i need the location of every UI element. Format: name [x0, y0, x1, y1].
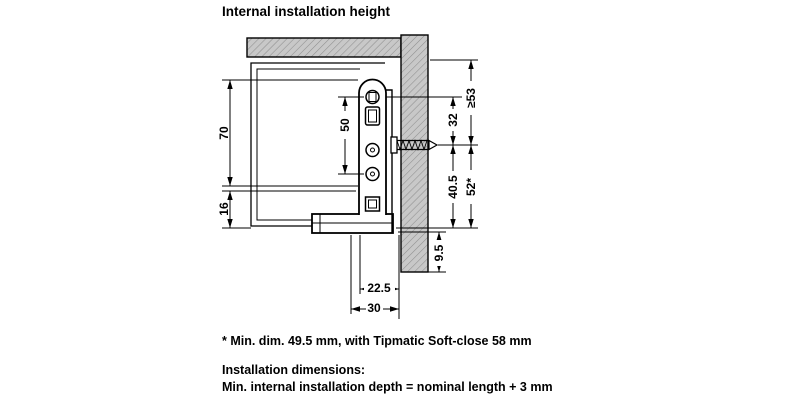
dim-label-52: 52* — [464, 178, 478, 196]
screw-thread — [396, 139, 428, 151]
label-mask — [446, 171, 460, 203]
screw-tip — [428, 139, 439, 151]
middle-hole-1 — [365, 142, 380, 158]
square-hole — [364, 196, 381, 212]
runner-flange-upper — [386, 89, 393, 137]
cabinet-top-panel — [246, 37, 402, 58]
screw-head — [390, 136, 398, 154]
label-mask — [364, 282, 395, 295]
label-mask — [464, 170, 478, 204]
middle-hole-2-center — [370, 171, 375, 177]
middle-hole-2 — [365, 166, 380, 182]
dim-label-40-5: 40.5 — [446, 175, 460, 199]
dim-label-22-5: 22.5 — [367, 281, 391, 295]
page-title: Internal installation height — [222, 4, 391, 19]
dim-label-ge53: ≥53 — [464, 88, 478, 108]
label-mask — [366, 302, 383, 315]
adjustment-slot-inner — [368, 109, 377, 123]
cabinet-side-panel — [400, 34, 429, 273]
footnote: * Min. dim. 49.5 mm, with Tipmatic Soft-… — [222, 334, 532, 348]
drawer-side — [250, 62, 385, 227]
dim-label-70: 70 — [217, 126, 231, 140]
label-mask — [464, 81, 478, 115]
drawer-outer-line — [250, 62, 385, 227]
installation-line: Min. internal installation depth = nomin… — [222, 380, 553, 394]
dimension-labels: 70 16 50 32 40.5 ≥53 52* 9.5 22.5 30 — [217, 81, 478, 315]
middle-hole-1-center — [370, 147, 375, 153]
dim-label-30: 30 — [367, 301, 381, 315]
cabinet-panels — [246, 34, 429, 273]
dimension-lines — [222, 59, 478, 319]
dim-label-9-5: 9.5 — [432, 244, 446, 261]
dim-label-32: 32 — [446, 113, 460, 127]
label-mask — [338, 111, 352, 139]
label-mask — [432, 240, 446, 266]
square-hole-inner — [368, 199, 377, 209]
mounting-screw — [390, 136, 439, 154]
dim-label-16: 16 — [217, 202, 231, 216]
drawer-runner-profile — [311, 78, 394, 234]
dim-label-50: 50 — [338, 118, 352, 132]
installation-heading: Installation dimensions: — [222, 363, 366, 377]
drawer-inner-line — [256, 68, 360, 221]
label-mask — [446, 109, 460, 131]
top-hole-detail — [368, 92, 377, 102]
